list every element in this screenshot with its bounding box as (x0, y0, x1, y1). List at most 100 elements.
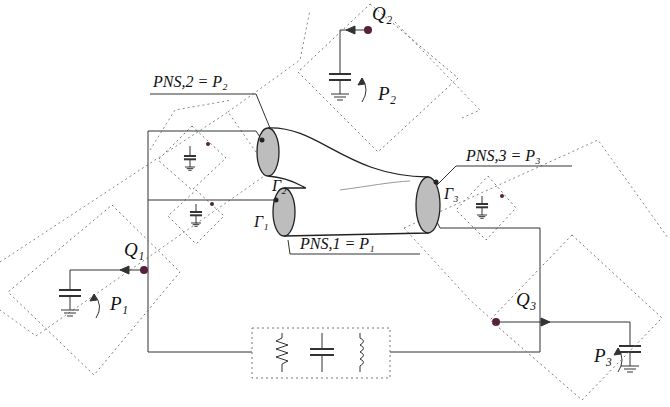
domain-pressure-label: PNS,3 = P₃ (466, 148, 541, 164)
wire (196, 215, 197, 223)
wire (322, 355, 323, 372)
wire (196, 204, 197, 212)
pressure-label: P₁ (110, 294, 128, 313)
wire (148, 131, 252, 352)
capacitor-symbol (190, 211, 202, 213)
ground-symbol (624, 369, 636, 370)
wire (630, 322, 631, 346)
terminal-dot (210, 202, 214, 206)
wire (340, 80, 341, 94)
network-box (252, 328, 390, 378)
terminal-dot (274, 198, 279, 203)
domain-outline (150, 100, 232, 150)
capacitor-symbol (329, 73, 351, 75)
wire (70, 270, 71, 290)
pressure-label: P₂ (378, 84, 396, 103)
ground-symbol (479, 216, 486, 217)
port-outline (8, 205, 180, 375)
ground-symbol (67, 316, 73, 317)
ground-symbol (194, 226, 197, 227)
coupling-region (456, 176, 516, 240)
arrow-head (120, 266, 129, 274)
ground-symbol (193, 224, 200, 225)
ground-symbol (64, 313, 76, 314)
arrow-head (90, 294, 97, 301)
boundary-section (273, 188, 295, 236)
capacitor-symbol (310, 348, 334, 350)
ground-symbol (191, 223, 201, 224)
ground-symbol (627, 372, 633, 373)
vessel-outline (268, 128, 428, 236)
ground-symbol (187, 168, 194, 169)
wire (148, 200, 276, 201)
port-region: Q₃ P₃ (490, 235, 662, 400)
flow-label: Q₃ (516, 290, 536, 309)
ground-symbol (480, 218, 483, 219)
ground-symbol (188, 170, 191, 171)
ground-symbol (185, 167, 195, 168)
leader-line (150, 94, 270, 128)
leader-line (290, 254, 420, 255)
port-outline (298, 4, 458, 152)
domain-outline (395, 22, 480, 118)
wire (630, 352, 631, 366)
wire (190, 159, 191, 167)
coupling-region (158, 126, 226, 190)
port-outline (490, 235, 662, 400)
boundary-label: Γ₃ (444, 186, 459, 202)
flow-label: Q₂ (372, 4, 392, 23)
wire (190, 146, 191, 156)
domain-outline (0, 112, 270, 336)
domain-pressure-label: PNS,2 = P₂ (153, 74, 228, 90)
domain-outline (228, 10, 310, 112)
leader-line (456, 166, 572, 167)
coupling-region (168, 190, 224, 244)
domain-outline (404, 228, 490, 318)
boundary-label: Γ₁ (254, 214, 269, 230)
pressure-label: P₃ (594, 346, 612, 365)
resistor-symbol (276, 333, 288, 372)
ground-symbol (337, 100, 343, 101)
boundary-label: Γ₂ (272, 178, 287, 194)
ground-symbol (477, 215, 487, 216)
arrow-head (358, 78, 365, 85)
capacitor-symbol (59, 289, 81, 291)
port-outline (298, 4, 458, 152)
ground-symbol (334, 97, 346, 98)
capacitor-symbol (184, 155, 196, 157)
vessel-shading (340, 181, 410, 190)
wire (340, 30, 346, 31)
wire (340, 30, 341, 74)
leader-line (288, 240, 290, 254)
port-outline (490, 235, 662, 400)
wire (390, 220, 540, 352)
wire (148, 131, 262, 140)
arrow-head (346, 26, 355, 34)
inductor-symbol (360, 333, 364, 372)
capacitor-symbol (476, 203, 488, 205)
ground-symbol (331, 94, 349, 95)
wire (482, 196, 483, 204)
arrow-head (614, 348, 621, 355)
domain-outline (404, 140, 668, 238)
flow-label: Q₁ (124, 240, 144, 259)
port-region: Q₁ P₁ (8, 205, 180, 375)
wire (550, 322, 630, 323)
terminal-dot (206, 142, 210, 146)
port-region: Q₂ P₂ (298, 4, 458, 152)
wire (70, 296, 71, 310)
ground-symbol (621, 366, 639, 367)
ground-symbol (61, 310, 79, 311)
leader-line (436, 166, 456, 186)
capacitor-symbol (619, 345, 641, 347)
boundary-section (257, 128, 279, 176)
wire (482, 207, 483, 215)
wire (322, 333, 323, 349)
domain-pressure-label: PNS,1 = P₁ (300, 236, 375, 252)
terminal-dot (500, 194, 504, 198)
arrow-head (541, 318, 550, 326)
terminal-dot (260, 138, 265, 143)
wire (70, 270, 120, 271)
port-outline (8, 205, 180, 375)
